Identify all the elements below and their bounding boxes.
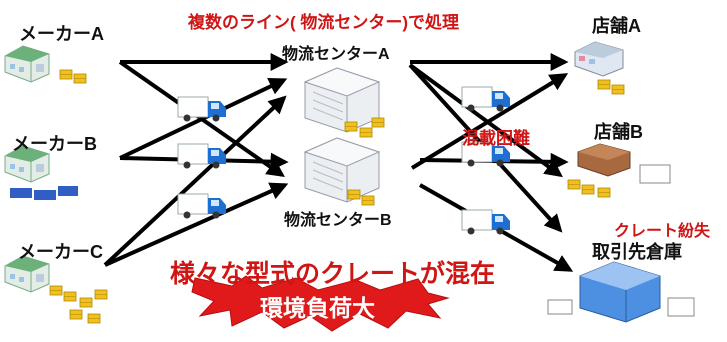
mixed-crates-callout: 様々な型式のクレートが混在 (170, 260, 496, 288)
mixed-loading-callout: 混載困難 (462, 129, 530, 148)
maker-b-pallets (10, 186, 78, 200)
truck-icon (461, 209, 511, 235)
store-a-label: 店舗A (592, 16, 641, 36)
warehouse-pallets (547, 297, 695, 317)
center-a-building-icon (304, 67, 380, 133)
arrow-maker-c-center-a (103, 95, 287, 267)
maker-c-crates (49, 285, 108, 324)
maker-c-label: メーカーC (18, 242, 103, 262)
maker-b-label: メーカーB (12, 134, 97, 154)
truck-icon (177, 143, 227, 169)
center-b-label: 物流センターB (284, 212, 392, 229)
warehouse-label: 取引先倉庫 (592, 242, 682, 262)
flow-arrows-inbound (103, 53, 289, 267)
environmental-burden-callout: 環境負荷大 (260, 295, 375, 321)
store-a-building-icon (574, 41, 624, 77)
center-a-label: 物流センターA (282, 46, 390, 63)
truck-icon (461, 86, 511, 112)
store-b-label: 店舗B (594, 122, 643, 142)
maker-a-crates (59, 69, 87, 84)
burst-shape (191, 275, 450, 332)
arrow-center-b-store-a (410, 73, 569, 170)
warehouse-building-icon (579, 261, 661, 323)
center-b-building-icon (304, 137, 380, 203)
maker-a-label: メーカーA (19, 24, 104, 44)
header-title: 複数のライン( 物流センター)で処理 (188, 13, 460, 32)
maker-a-building-icon (4, 45, 50, 83)
arrow-center-a-store-b (408, 63, 563, 178)
arrow-maker-b-center-a (119, 78, 288, 160)
store-b-crates (567, 164, 671, 198)
arrow-maker-c-center-b (104, 182, 289, 267)
store-b-building-icon (577, 143, 631, 177)
truck-icon (177, 193, 227, 219)
store-a-crates (597, 79, 625, 95)
crate-loss-callout: クレート紛失 (614, 223, 711, 240)
